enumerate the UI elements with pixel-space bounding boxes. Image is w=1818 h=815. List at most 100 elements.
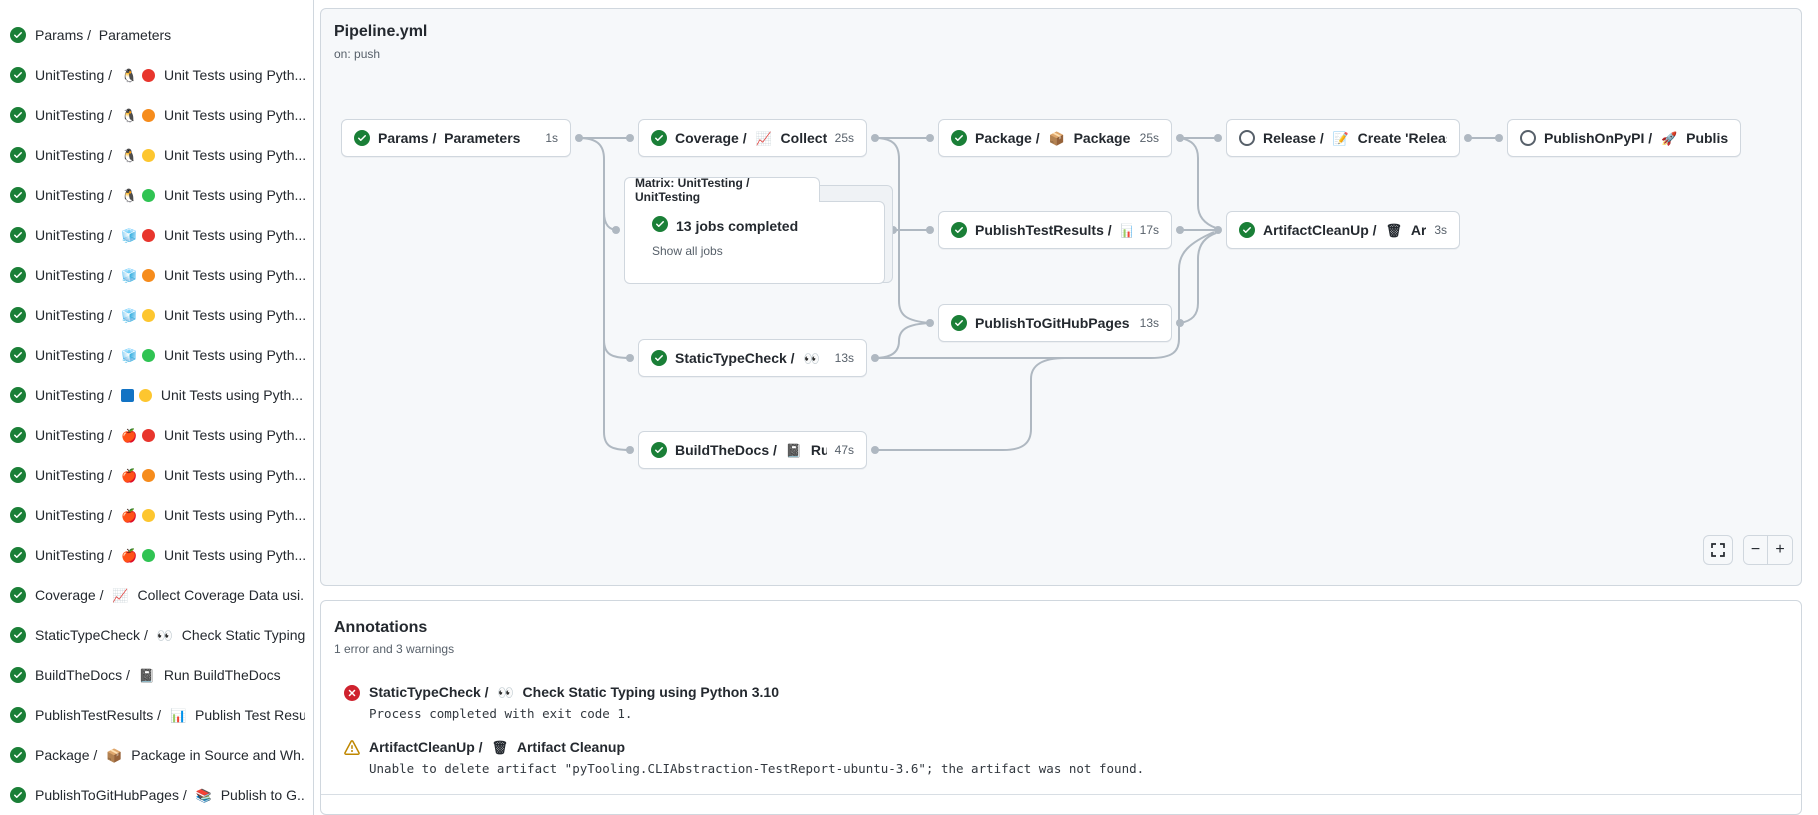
job-node-publishtogithubpages[interactable]: PublishToGitHubPages / 📚 ...13s bbox=[938, 304, 1172, 342]
job-duration: 1s bbox=[545, 131, 558, 145]
check-circle-icon bbox=[10, 507, 26, 523]
penguin-icon: 🐧 bbox=[121, 109, 137, 122]
chart-increasing-icon: 📈 bbox=[112, 589, 128, 602]
sidebar-job-item[interactable]: UnitTesting / 🐧 Unit Tests using Pyth... bbox=[0, 95, 313, 135]
annotations-list: StaticTypeCheck / 👀 Check Static Typing … bbox=[321, 676, 1801, 795]
sidebar-job-item[interactable]: UnitTesting / 🍎 Unit Tests using Pyth... bbox=[0, 415, 313, 455]
job-label: PublishToGitHubPages / 📚 Publish to G... bbox=[35, 787, 305, 803]
annotation-job-link[interactable]: ArtifactCleanUp / 🗑 Artifact Cleanup bbox=[369, 739, 1144, 755]
fullscreen-icon bbox=[1710, 542, 1726, 558]
sidebar-job-item[interactable]: Coverage / 📈 Collect Coverage Data usi..… bbox=[0, 575, 313, 615]
zoom-in-button[interactable]: + bbox=[1768, 536, 1792, 564]
ice-cube-icon: 🧊 bbox=[121, 229, 137, 242]
fullscreen-button[interactable] bbox=[1703, 535, 1733, 565]
job-label: UnitTesting / 🍎 Unit Tests using Pyth... bbox=[35, 427, 305, 443]
dot-red-icon bbox=[142, 69, 155, 82]
matrix-summary-row: 13 jobs completed bbox=[652, 216, 884, 235]
job-node-release[interactable]: Release / 📝 Create 'Release P... bbox=[1226, 119, 1460, 157]
sidebar-job-item[interactable]: UnitTesting / 🧊 Unit Tests using Pyth... bbox=[0, 335, 313, 375]
rocket-icon: 🚀 bbox=[1661, 132, 1677, 145]
annotation-job-link[interactable]: StaticTypeCheck / 👀 Check Static Typing … bbox=[369, 684, 779, 700]
blue-square-icon bbox=[121, 389, 134, 402]
chart-increasing-icon: 📈 bbox=[755, 132, 771, 145]
sidebar-job-item[interactable]: UnitTesting / Unit Tests using Pyth... bbox=[0, 375, 313, 415]
sidebar-job-item[interactable]: StaticTypeCheck / 👀 Check Static Typing.… bbox=[0, 615, 313, 655]
job-node-package[interactable]: Package / 📦 Package in So...25s bbox=[938, 119, 1172, 157]
check-circle-icon bbox=[10, 747, 26, 763]
dot-red-icon bbox=[142, 429, 155, 442]
job-node-params[interactable]: Params / Parameters 1s bbox=[341, 119, 571, 157]
check-circle-icon bbox=[1239, 222, 1255, 238]
job-node-coverage[interactable]: Coverage / 📈 Collect Cove...25s bbox=[638, 119, 867, 157]
zoom-controls: − + bbox=[1743, 535, 1793, 565]
sidebar-job-item[interactable]: PublishToGitHubPages / 📚 Publish to G... bbox=[0, 775, 313, 815]
dot-orange-icon bbox=[142, 269, 155, 282]
sidebar-job-item[interactable]: UnitTesting / 🍎 Unit Tests using Pyth... bbox=[0, 455, 313, 495]
sidebar-job-item[interactable]: UnitTesting / 🐧 Unit Tests using Pyth... bbox=[0, 55, 313, 95]
check-circle-icon bbox=[951, 222, 967, 238]
check-circle-icon bbox=[652, 216, 668, 232]
job-node-statictypecheck[interactable]: StaticTypeCheck / 👀 Chec...13s bbox=[638, 339, 867, 377]
job-label: UnitTesting / 🍎 Unit Tests using Pyth... bbox=[35, 547, 305, 563]
sidebar-job-item[interactable]: BuildTheDocs / 📓 Run BuildTheDocs bbox=[0, 655, 313, 695]
skipped-circle-icon bbox=[1239, 130, 1255, 146]
job-label: UnitTesting / 🐧 Unit Tests using Pyth... bbox=[35, 187, 305, 203]
sidebar-job-item[interactable]: UnitTesting / 🧊 Unit Tests using Pyth... bbox=[0, 255, 313, 295]
job-duration: 47s bbox=[835, 443, 854, 457]
annotations-summary: 1 error and 3 warnings bbox=[334, 642, 1801, 656]
graph-edges bbox=[321, 9, 1803, 587]
sidebar-job-item[interactable]: UnitTesting / 🧊 Unit Tests using Pyth... bbox=[0, 295, 313, 335]
matrix-summary: 13 jobs completed bbox=[676, 218, 798, 234]
sidebar-job-item[interactable]: Package / 📦 Package in Source and Wh... bbox=[0, 735, 313, 775]
notebook-icon: 📓 bbox=[139, 669, 155, 682]
workflow-file-title: Pipeline.yml bbox=[334, 23, 427, 41]
job-node-artifactcleanup[interactable]: ArtifactCleanUp / 🗑 Artifac...3s bbox=[1226, 211, 1460, 249]
check-circle-icon bbox=[652, 216, 668, 235]
check-circle-icon bbox=[10, 67, 26, 83]
ice-cube-icon: 🧊 bbox=[121, 309, 137, 322]
job-label: UnitTesting / 🐧 Unit Tests using Pyth... bbox=[35, 67, 305, 83]
sidebar-job-item[interactable]: Params / Parameters bbox=[0, 15, 313, 55]
matrix-group-card[interactable]: 13 jobs completed Show all jobs bbox=[624, 201, 885, 284]
jobs-list: Params / ParametersUnitTesting / 🐧 Unit … bbox=[0, 0, 313, 815]
dot-yellow-icon bbox=[139, 389, 152, 402]
check-circle-icon bbox=[10, 467, 26, 483]
memo-icon: 📝 bbox=[1333, 132, 1349, 145]
apple-icon: 🍎 bbox=[121, 509, 137, 522]
job-node-publishonpypi[interactable]: PublishOnPyPI / 🚀 Publish to ... bbox=[1507, 119, 1741, 157]
job-label: BuildTheDocs / 📓 Run BuildTheDocs bbox=[35, 667, 281, 683]
sidebar-job-item[interactable]: UnitTesting / 🐧 Unit Tests using Pyth... bbox=[0, 135, 313, 175]
dot-yellow-icon bbox=[142, 309, 155, 322]
sidebar-job-item[interactable]: UnitTesting / 🧊 Unit Tests using Pyth... bbox=[0, 215, 313, 255]
dot-green-icon bbox=[142, 189, 155, 202]
sidebar-job-item[interactable]: PublishTestResults / 📊 Publish Test Resu… bbox=[0, 695, 313, 735]
sidebar-job-item[interactable]: UnitTesting / 🐧 Unit Tests using Pyth... bbox=[0, 175, 313, 215]
job-node-publishtestresults[interactable]: PublishTestResults / 📊 Pu...17s bbox=[938, 211, 1172, 249]
dot-orange-icon bbox=[142, 109, 155, 122]
check-circle-icon bbox=[10, 187, 26, 203]
job-label: UnitTesting / 🍎 Unit Tests using Pyth... bbox=[35, 507, 305, 523]
penguin-icon: 🐧 bbox=[121, 189, 137, 202]
check-circle-icon bbox=[10, 107, 26, 123]
sidebar-job-item[interactable]: UnitTesting / 🍎 Unit Tests using Pyth... bbox=[0, 535, 313, 575]
check-circle-icon bbox=[10, 707, 26, 723]
check-circle-icon bbox=[354, 130, 370, 146]
matrix-header-tab: Matrix: UnitTesting / UnitTesting bbox=[624, 177, 820, 202]
job-duration: 13s bbox=[835, 351, 854, 365]
job-node-buildthedocs[interactable]: BuildTheDocs / 📓 Run Buil...47s bbox=[638, 431, 867, 469]
sidebar-job-item[interactable]: UnitTesting / 🍎 Unit Tests using Pyth... bbox=[0, 495, 313, 535]
job-label: PublishTestResults / 📊 Publish Test Resu… bbox=[35, 707, 305, 723]
show-all-jobs-link[interactable]: Show all jobs bbox=[652, 244, 723, 258]
job-node-label: Package / 📦 Package in So... bbox=[975, 130, 1132, 146]
job-label: UnitTesting / 🧊 Unit Tests using Pyth... bbox=[35, 267, 305, 283]
package-icon: 📦 bbox=[106, 749, 122, 762]
job-label: UnitTesting / 🐧 Unit Tests using Pyth... bbox=[35, 107, 305, 123]
zoom-out-button[interactable]: − bbox=[1744, 536, 1768, 564]
dot-green-icon bbox=[142, 349, 155, 362]
penguin-icon: 🐧 bbox=[121, 149, 137, 162]
workflow-graph-panel: Pipeline.yml on: push bbox=[320, 8, 1802, 586]
job-node-label: Params / Parameters bbox=[378, 130, 520, 146]
eyes-icon: 👀 bbox=[497, 686, 513, 699]
books-icon: 📚 bbox=[196, 789, 212, 802]
